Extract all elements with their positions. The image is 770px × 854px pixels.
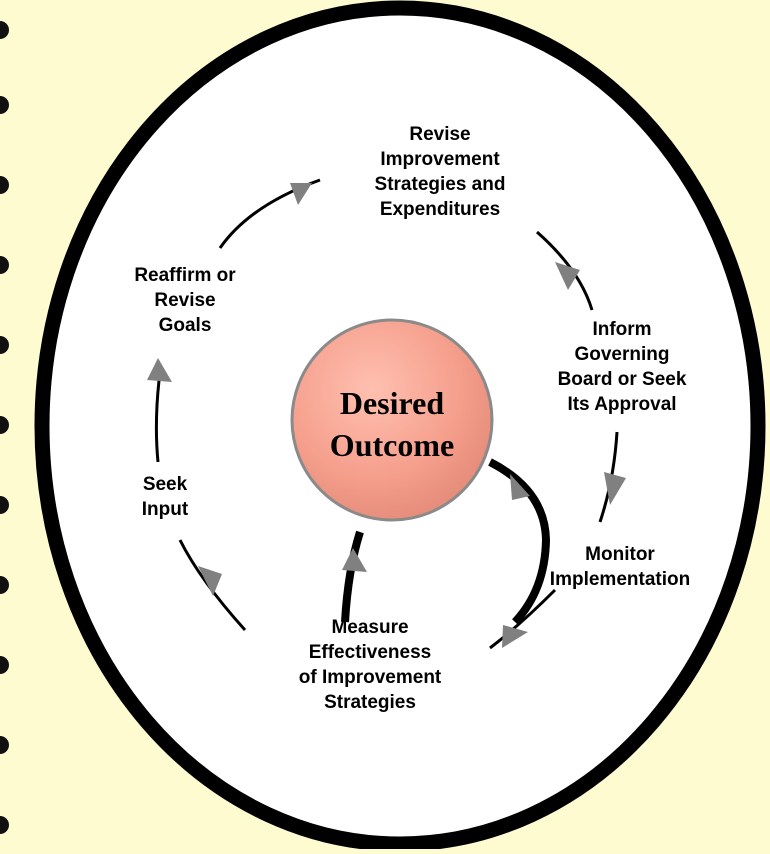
step-measure: Measure Effectiveness of Improvement Str…	[298, 617, 442, 713]
inner-arc-left	[341, 530, 364, 623]
arrow-icon	[198, 566, 222, 596]
arrow-icon	[604, 472, 626, 505]
arrow-icon	[147, 358, 172, 382]
inner-loop	[341, 458, 551, 625]
arrowheads	[147, 183, 626, 648]
center-label: Desired Outcome	[292, 382, 492, 466]
inner-arc-right	[488, 458, 551, 625]
step-revise-strategies: Revise Improvement Strategies and Expend…	[374, 124, 506, 220]
arc-monitor-to-measure	[489, 588, 557, 650]
binding-rings	[0, 21, 9, 834]
center-line-2: Outcome	[329, 427, 455, 463]
center-line-1: Desired	[339, 385, 445, 421]
center-circle	[290, 318, 494, 522]
step-monitor: Monitor Implementation	[549, 544, 691, 590]
arrow-icon	[502, 625, 528, 648]
arrow-icon	[555, 262, 580, 290]
arrow-icon	[510, 474, 530, 500]
arrow-icon	[342, 548, 367, 572]
step-reaffirm-goals: Reaffirm or Revise Goals	[134, 265, 236, 336]
step-inform-board: Inform Governing Board or Seek Its Appro…	[557, 319, 687, 415]
step-seek-input: Seek Input	[141, 474, 189, 520]
arrow-icon	[290, 183, 312, 205]
arc-seek-to-goals	[154, 371, 162, 463]
